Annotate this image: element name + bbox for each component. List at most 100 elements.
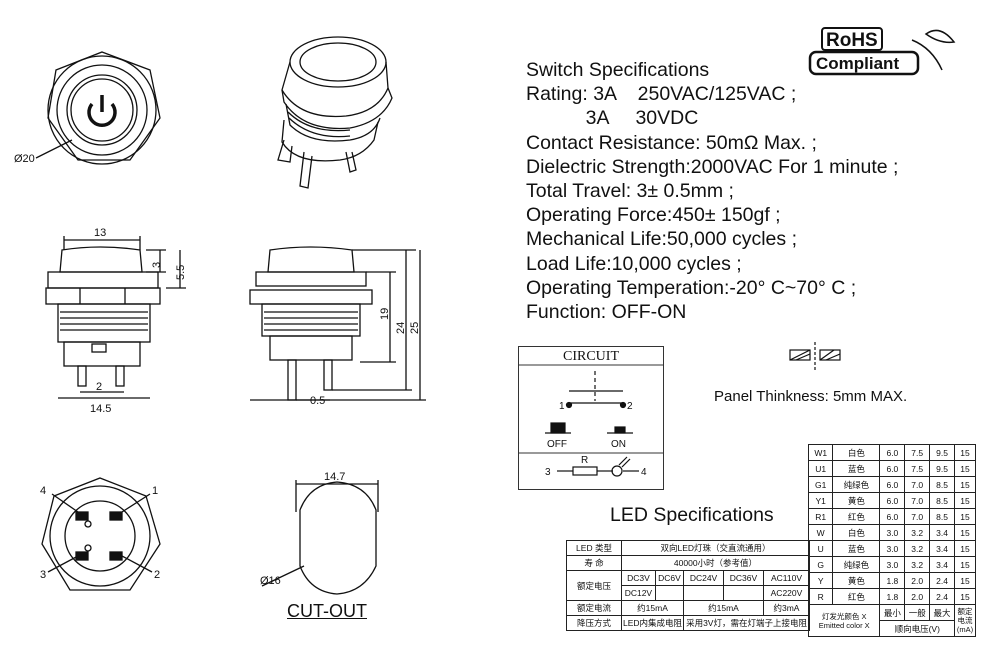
- table-cell: 一般: [904, 604, 931, 621]
- table-cell: U: [807, 540, 834, 557]
- spec-line: Rating: 3A 250VAC/125VAC ;: [526, 83, 797, 106]
- circuit-diagram: 1 2 OFF ON 3 R 4: [519, 364, 663, 478]
- table-cell: 40000小时（参考值）: [621, 555, 810, 571]
- circuit-title: CIRCUIT: [563, 349, 619, 364]
- table-cell: 约15mA: [620, 600, 685, 616]
- table-cell: 7.0: [904, 476, 931, 493]
- table-cell: DC3V: [621, 570, 656, 586]
- table-cell: 1.8: [879, 588, 906, 605]
- table-cell: DC36V: [723, 570, 764, 586]
- table-cell: R: [807, 588, 834, 605]
- table-cell: 3.0: [879, 556, 906, 573]
- table-cell: 黄色: [832, 492, 881, 509]
- table-cell: 3.4: [929, 556, 955, 573]
- table-cell: DC6V: [654, 570, 685, 586]
- spec-line: Contact Resistance: 50mΩ Max. ;: [526, 131, 817, 154]
- table-cell: AC110V: [762, 570, 811, 586]
- table-row: 额定电流 约15mA 约15mA 约3mA: [566, 600, 811, 616]
- table-cell: 3.4: [929, 540, 955, 557]
- table-cell: 8.5: [929, 492, 955, 509]
- dim-14-5: 14.5: [90, 403, 111, 415]
- table-cell: 寿 命: [566, 555, 622, 571]
- table-cell: 蓝色: [832, 460, 881, 477]
- table-cell: 双向LED灯珠（交直流通用）: [621, 540, 810, 556]
- table-cell: 8.5: [929, 508, 955, 525]
- table-cell: 约15mA: [683, 600, 764, 616]
- dim-19: 19: [379, 308, 391, 320]
- top-view: [35, 51, 161, 165]
- table-cell: G: [807, 556, 834, 573]
- table-cell: R1: [807, 508, 834, 525]
- table-cell: 红色: [832, 508, 881, 525]
- dim-25: 25: [409, 322, 421, 334]
- table-cell: Y: [807, 572, 834, 589]
- table-cell: 1.8: [879, 572, 906, 589]
- spec-line: Dielectric Strength:2000VAC For 1 minute…: [526, 155, 899, 178]
- table-cell: 灯发光颜色 X Emitted color X: [807, 604, 881, 637]
- table-cell: 15: [954, 588, 976, 605]
- table-cell: 7.5: [904, 444, 931, 461]
- table-cell: W1: [807, 444, 834, 461]
- table-cell: 3.0: [879, 540, 906, 557]
- cut-out-view: [261, 480, 379, 595]
- table-cell: G1: [807, 476, 834, 493]
- spec-line: Operating Force:450± 150gf ;: [526, 204, 781, 227]
- table-cell: U1: [807, 460, 834, 477]
- table-cell: W: [807, 524, 834, 541]
- spec-line: Operating Temperation:-20° C~70° C ;: [526, 276, 857, 299]
- table-cell: AC220V: [762, 585, 811, 601]
- table-cell: 2.0: [904, 572, 931, 589]
- switch-specifications: Switch Specifications Rating: 3A 250VAC/…: [526, 58, 898, 324]
- table-cell: 白色: [832, 444, 881, 461]
- circuit-box: CIRCUIT 1 2 OFF ON 3 R 4: [518, 346, 664, 490]
- table-cell: 3.2: [904, 540, 931, 557]
- table-cell: 8.5: [929, 476, 955, 493]
- table-row: 顺向电压(V): [809, 620, 976, 637]
- dim-dia20: Ø20: [14, 153, 35, 165]
- bottom-view: [41, 477, 161, 591]
- table-cell: 7.0: [904, 508, 931, 525]
- cut-out-label: CUT-OUT: [287, 601, 367, 621]
- table-cell: 纯绿色: [832, 476, 881, 493]
- table-cell: 6.0: [879, 460, 906, 477]
- spec-line: Function: OFF-ON: [526, 301, 687, 324]
- table-cell: [723, 585, 764, 601]
- table-cell: 2.4: [929, 588, 955, 605]
- circuit-pin-2: 2: [627, 401, 633, 412]
- circuit-pin-1: 1: [559, 401, 565, 412]
- table-cell: 15: [954, 508, 976, 525]
- table-row: LED 类型 双向LED灯珠（交直流通用）: [566, 540, 810, 556]
- table-cell: 15: [954, 572, 976, 589]
- table-cell: 额定电压: [566, 570, 622, 601]
- table-cell: 15: [954, 476, 976, 493]
- pin-label-1: 1: [152, 485, 158, 497]
- table-cell: 额定电流: [566, 600, 622, 616]
- pin-label-2: 2: [154, 569, 160, 581]
- dim-dia16: Ø16: [260, 575, 281, 587]
- spec-line: Mechanical Life:50,000 cycles ;: [526, 228, 797, 251]
- table-cell: 额定电流(mA): [954, 604, 976, 637]
- dim-2: 2: [96, 381, 102, 393]
- table-row: 额定电压 DC3V DC6V DC24V DC36V AC110V: [566, 570, 811, 601]
- circuit-pin-3: 3: [545, 467, 551, 478]
- table-cell: 纯绿色: [832, 556, 881, 573]
- power-icon: [87, 102, 117, 128]
- table-cell: 15: [954, 444, 976, 461]
- table-cell: DC12V: [621, 585, 656, 601]
- table-cell: 15: [954, 524, 976, 541]
- technical-drawing: Ø20 13 3 5.5 2 14.5 19 24 25 0.5 14.7 Ø1…: [14, 36, 426, 595]
- led-spec-table: LED 类型 双向LED灯珠（交直流通用） 寿 命 40000小时（参考值） 额…: [566, 540, 811, 631]
- dim-0-5: 0.5: [310, 395, 325, 407]
- table-cell: 7.0: [904, 492, 931, 509]
- table-cell: 15: [954, 556, 976, 573]
- rohs-bottom-text: Compliant: [816, 54, 899, 73]
- circuit-resistor-label: R: [581, 455, 588, 466]
- table-cell: 9.5: [929, 460, 955, 477]
- table-cell: 蓝色: [832, 540, 881, 557]
